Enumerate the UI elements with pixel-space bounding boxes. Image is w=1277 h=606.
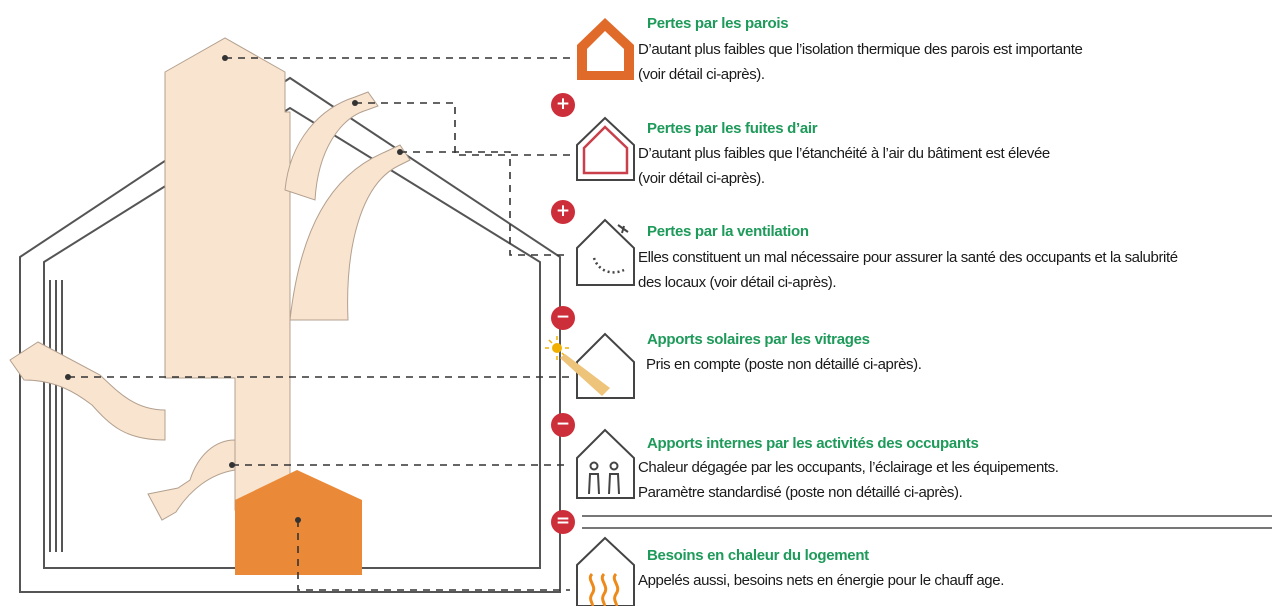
plus-badge: + [551, 93, 575, 117]
item-description: Pris en compte (poste non détaillé ci-ap… [646, 356, 922, 373]
house-air-leak-icon [576, 116, 635, 181]
item-description: Chaleur dégagée par les occupants, l’écl… [638, 459, 1059, 476]
walls-loss-flow [164, 37, 291, 511]
solar-gain-flow [9, 341, 166, 441]
item-title: Pertes par les parois [647, 15, 789, 32]
item-title: Pertes par la ventilation [647, 223, 809, 240]
house-sun-icon [545, 332, 635, 399]
item-title: Pertes par les fuites d’air [647, 120, 818, 137]
house-occupants-icon [576, 428, 635, 499]
equals-badge: = [551, 510, 575, 534]
item-description: D’autant plus faibles que l’isolation th… [638, 41, 1083, 58]
minus-badge: − [551, 413, 575, 437]
house-walls-icon [577, 18, 634, 80]
item-title: Apports solaires par les vitrages [647, 331, 870, 348]
internal-gain-flow [147, 439, 236, 521]
item-title: Besoins en chaleur du logement [647, 547, 869, 564]
house-ventilation-icon [576, 218, 635, 286]
item-description: Appelés aussi, besoins nets en énergie p… [638, 572, 1004, 589]
item-title: Apports internes par les activités des o… [647, 435, 979, 452]
heat-flows [9, 37, 411, 521]
result-separator-line [582, 527, 1272, 529]
minus-badge: − [551, 306, 575, 330]
item-description: (voir détail ci-après). [638, 170, 765, 187]
item-description: Elles constituent un mal nécessaire pour… [638, 249, 1178, 266]
item-description: (voir détail ci-après). [638, 66, 765, 83]
connector-lines [68, 57, 570, 591]
house-heating-icon [576, 536, 635, 606]
item-description: des locaux (voir détail ci-après). [638, 274, 837, 291]
result-separator-line [582, 515, 1272, 517]
plus-badge: + [551, 200, 575, 224]
connector-dots [65, 55, 403, 523]
window-pane [49, 280, 63, 552]
item-description: Paramètre standardisé (poste non détaill… [638, 484, 963, 501]
item-description: D’autant plus faibles que l’étanchéité à… [638, 145, 1050, 162]
air-leak-flow [284, 91, 379, 201]
